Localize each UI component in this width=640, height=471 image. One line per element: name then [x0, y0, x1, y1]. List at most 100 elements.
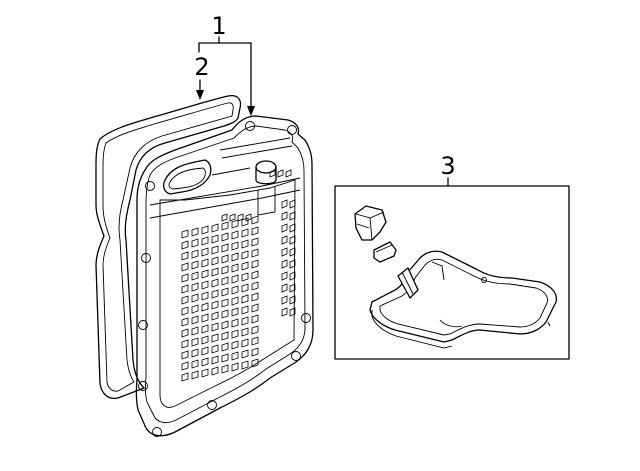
rib-cell	[201, 247, 209, 257]
rib-cell	[281, 259, 288, 269]
rib-cell	[241, 272, 249, 282]
rib-cell	[289, 199, 296, 209]
rib-cell	[289, 271, 296, 281]
rib-cell	[181, 229, 189, 239]
rib-cell	[181, 328, 189, 338]
rib-cell	[191, 271, 199, 281]
rib-cell	[241, 228, 249, 238]
rib-cell	[211, 245, 219, 255]
rib-cell	[181, 284, 189, 294]
rib-cell	[191, 282, 199, 292]
rib-cell	[191, 370, 199, 380]
rib-cell	[201, 225, 209, 235]
rib-cell	[231, 263, 239, 273]
oil-pan-ribs	[181, 169, 296, 382]
rib-cell	[201, 368, 209, 378]
rib-cell	[289, 223, 296, 233]
rib-cell	[191, 348, 199, 358]
oil-pan	[135, 115, 314, 437]
rib-cell	[231, 329, 239, 339]
leader-2	[196, 79, 204, 100]
rib-cell	[191, 238, 199, 248]
rib-cell	[201, 269, 209, 279]
rib-cell	[201, 258, 209, 268]
rib-cell	[281, 295, 288, 305]
rib-cell	[251, 215, 259, 225]
rib-cell	[289, 259, 296, 269]
rib-cell	[221, 276, 229, 286]
rib-cell	[251, 259, 259, 269]
rib-cell	[211, 333, 219, 343]
rib-cell	[241, 283, 249, 293]
rib-cell	[251, 292, 259, 302]
rib-cell	[231, 362, 239, 372]
rib-cell	[241, 305, 249, 315]
rib-cell	[181, 306, 189, 316]
rib-cell	[281, 283, 288, 293]
rib-cell	[281, 199, 288, 209]
rib-cell	[181, 251, 189, 261]
rib-cell	[237, 213, 244, 222]
rib-cell	[289, 307, 296, 317]
rib-cell	[191, 249, 199, 259]
callout-label-3: 3	[440, 152, 455, 180]
rib-cell	[191, 359, 199, 369]
rib-cell	[201, 324, 209, 334]
rib-cell	[241, 294, 249, 304]
leader-1	[198, 36, 255, 116]
rib-cell	[191, 315, 199, 325]
rib-cell	[181, 317, 189, 327]
rib-cell	[241, 349, 249, 359]
rib-cell	[191, 326, 199, 336]
callout-label-1: 1	[211, 12, 226, 40]
rib-cell	[201, 291, 209, 301]
rib-cell	[251, 314, 259, 324]
rib-cell	[231, 219, 239, 229]
rib-cell	[241, 338, 249, 348]
rib-cell	[221, 309, 229, 319]
transmission-filter	[369, 250, 558, 349]
rib-cell	[191, 304, 199, 314]
rib-cell	[231, 241, 239, 251]
rib-cell	[281, 211, 288, 221]
rib-cell	[277, 169, 284, 178]
rib-cell	[221, 213, 228, 222]
rib-cell	[241, 261, 249, 271]
rib-cell	[231, 230, 239, 240]
callout-label-2: 2	[194, 53, 209, 81]
rib-cell	[221, 254, 229, 264]
rib-cell	[241, 239, 249, 249]
rib-cell	[229, 213, 236, 222]
rib-cell	[211, 366, 219, 376]
rib-cell	[191, 337, 199, 347]
rib-cell	[289, 247, 296, 257]
rib-cell	[201, 236, 209, 246]
rib-cell	[251, 358, 259, 368]
rib-cell	[211, 234, 219, 244]
rib-cell	[251, 281, 259, 291]
rib-cell	[231, 351, 239, 361]
rib-cell	[281, 307, 288, 317]
rib-cell	[251, 303, 259, 313]
rib-cell	[211, 322, 219, 332]
filter-o-ring	[373, 241, 397, 263]
rib-cell	[211, 278, 219, 288]
filter-seal	[354, 205, 387, 241]
rib-cell	[289, 235, 296, 245]
rib-cell	[251, 237, 259, 247]
rib-cell	[221, 331, 229, 341]
rib-cell	[201, 335, 209, 345]
rib-cell	[221, 320, 229, 330]
rib-cell	[231, 274, 239, 284]
rib-cell	[211, 300, 219, 310]
rib-cell	[201, 280, 209, 290]
rib-cell	[181, 262, 189, 272]
rib-cell	[269, 169, 276, 178]
rib-cell	[289, 211, 296, 221]
rib-cell	[221, 221, 229, 231]
rib-cell	[181, 350, 189, 360]
rib-cell	[241, 327, 249, 337]
rib-cell	[181, 339, 189, 349]
rib-cell	[221, 298, 229, 308]
